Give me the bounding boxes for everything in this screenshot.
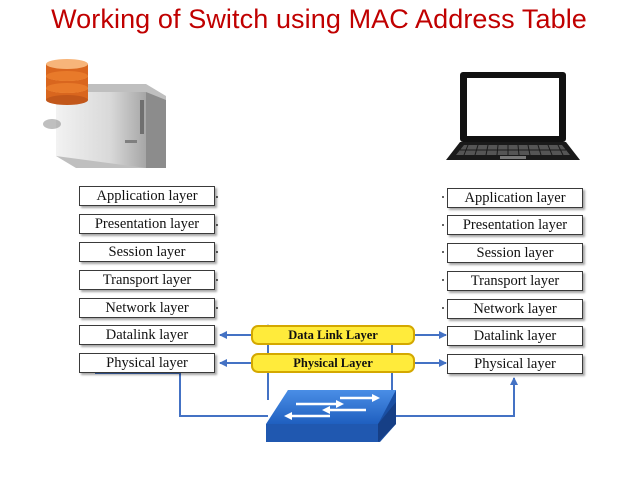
server-icon [43,59,166,168]
right-datalink-layer: Datalink layer [447,326,583,346]
left-datalink-layer: Datalink layer [79,325,215,345]
switch-data-link-layer: Data Link Layer [251,325,415,345]
left-transport-layer: Transport layer [79,270,215,290]
switch-physical-layer: Physical Layer [251,353,415,373]
left-presentation-layer: Presentation layer [79,214,215,234]
right-presentation-layer: Presentation layer [447,215,583,235]
left-session-layer: Session layer [79,242,215,262]
stack-markers [216,196,444,309]
right-network-layer: Network layer [447,299,583,319]
left-network-layer: Network layer [79,298,215,318]
network-switch-icon [266,390,396,442]
left-physical-layer: Physical layer [79,353,215,373]
right-application-layer: Application layer [447,188,583,208]
right-transport-layer: Transport layer [447,271,583,291]
page-title: Working of Switch using MAC Address Tabl… [51,4,587,34]
left-application-layer: Application layer [79,186,215,206]
right-session-layer: Session layer [447,243,583,263]
laptop-icon [446,72,580,160]
right-physical-layer: Physical layer [447,354,583,374]
